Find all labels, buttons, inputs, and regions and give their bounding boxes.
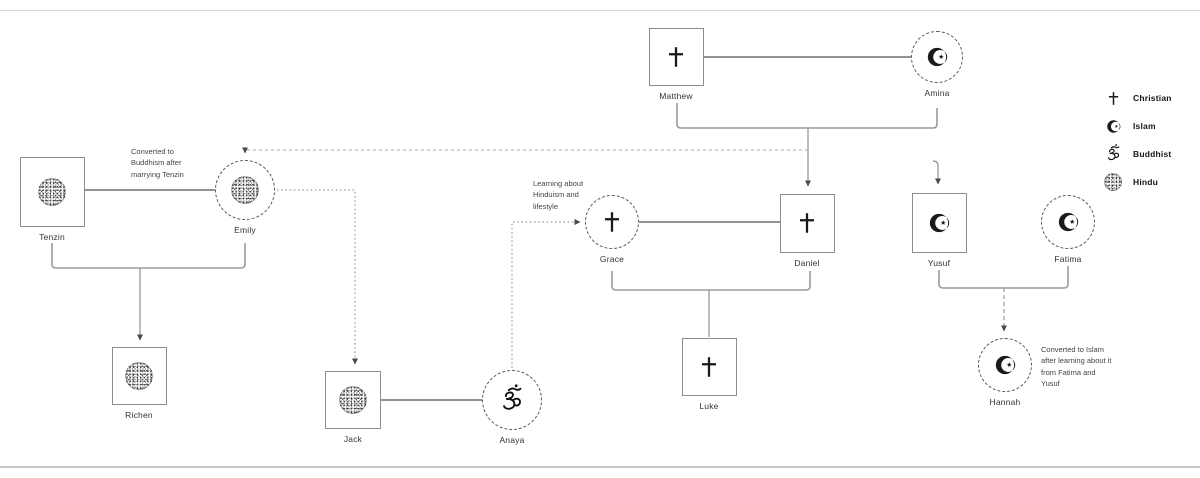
legend-label-buddhist: Buddhist	[1133, 149, 1172, 159]
node-emily[interactable]: Emily	[200, 160, 290, 235]
edge-yusuf-fatima-union	[938, 266, 1069, 289]
node-tenzin[interactable]: Tenzin	[7, 157, 97, 242]
mandala-icon	[339, 386, 367, 414]
crescent-icon	[929, 213, 950, 233]
edge-grace-daniel-union	[611, 271, 811, 291]
legend-label-christian: Christian	[1133, 93, 1172, 103]
legend-item-islam: Islam	[1100, 112, 1172, 140]
daniel-shape[interactable]	[779, 193, 835, 253]
mandala-icon-legend	[1104, 173, 1122, 191]
node-daniel[interactable]: Daniel	[762, 193, 852, 268]
node-label-tenzin: Tenzin	[39, 232, 65, 242]
cross-icon	[604, 212, 620, 232]
edge-tenzin-emily-union	[51, 243, 246, 269]
node-label-jack: Jack	[343, 434, 363, 444]
legend-item-christian: Christian	[1100, 84, 1172, 112]
cross-icon	[668, 47, 684, 67]
tenzin-shape[interactable]	[19, 157, 85, 227]
cross-icon-legend	[1108, 91, 1118, 105]
node-label-yusuf: Yusuf	[927, 258, 951, 268]
canvas-top-edge	[0, 10, 1200, 11]
grace-shape[interactable]	[585, 195, 639, 249]
node-label-emily: Emily	[234, 225, 256, 235]
legend: Christian Islam Buddhist Hindu	[1100, 84, 1172, 196]
node-grace[interactable]: Grace	[567, 195, 657, 264]
node-jack[interactable]: Jack	[308, 371, 398, 444]
edge-union-to-yusuf	[932, 160, 941, 185]
canvas-bottom-edge	[0, 466, 1200, 468]
node-label-hannah: Hannah	[989, 397, 1021, 407]
cross-icon	[799, 213, 815, 233]
annotation-hannah-note: Converted to Islam after learning about …	[1041, 345, 1112, 388]
yusuf-shape[interactable]	[911, 193, 967, 253]
crescent-icon	[995, 355, 1016, 375]
edge-matthew-amina-union	[676, 103, 938, 129]
legend-label-islam: Islam	[1133, 121, 1156, 131]
hannah-shape[interactable]	[978, 338, 1032, 392]
node-hannah[interactable]: Hannah	[960, 338, 1050, 407]
om-icon-legend	[1107, 144, 1119, 161]
node-label-luke: Luke	[699, 401, 719, 411]
mandala-icon	[231, 176, 259, 204]
legend-item-buddhist: Buddhist	[1100, 140, 1172, 168]
fatima-shape[interactable]	[1041, 195, 1095, 249]
node-anaya[interactable]: Anaya	[467, 370, 557, 445]
matthew-shape[interactable]	[648, 28, 704, 86]
mandala-icon	[125, 362, 153, 390]
node-matthew[interactable]: Matthew	[631, 28, 721, 101]
node-label-matthew: Matthew	[659, 91, 693, 101]
mandala-icon	[38, 178, 66, 206]
anaya-shape[interactable]	[482, 370, 542, 430]
node-label-amina: Amina	[924, 88, 950, 98]
jack-shape[interactable]	[325, 371, 381, 429]
amina-shape[interactable]	[911, 31, 963, 83]
node-richen[interactable]: Richen	[94, 347, 184, 420]
edge-union-to-emily	[242, 147, 808, 154]
node-label-anaya: Anaya	[499, 435, 525, 445]
legend-item-hindu: Hindu	[1100, 168, 1172, 196]
cross-icon	[701, 357, 717, 377]
node-label-daniel: Daniel	[794, 257, 820, 268]
richen-shape[interactable]	[111, 347, 167, 405]
node-fatima[interactable]: Fatima	[1023, 195, 1113, 264]
luke-shape[interactable]	[681, 338, 737, 396]
node-amina[interactable]: Amina	[892, 31, 982, 98]
crescent-icon	[1058, 212, 1079, 232]
node-label-fatima: Fatima	[1054, 254, 1082, 264]
annotation-grace-note: Learning about Hinduism and lifestyle	[533, 179, 584, 211]
annotation-emily-note: Converted to Buddhism after marrying Ten…	[131, 147, 184, 179]
node-yusuf[interactable]: Yusuf	[894, 193, 984, 268]
node-label-richen: Richen	[125, 410, 153, 420]
crescent-icon-legend	[1106, 119, 1120, 133]
emily-shape[interactable]	[215, 160, 275, 220]
crescent-icon	[927, 47, 948, 67]
edge-emily-to-jack-influence	[277, 189, 358, 365]
node-label-grace: Grace	[599, 254, 625, 264]
legend-label-hindu: Hindu	[1133, 177, 1159, 187]
om-icon	[503, 384, 522, 410]
node-luke[interactable]: Luke	[664, 338, 754, 411]
